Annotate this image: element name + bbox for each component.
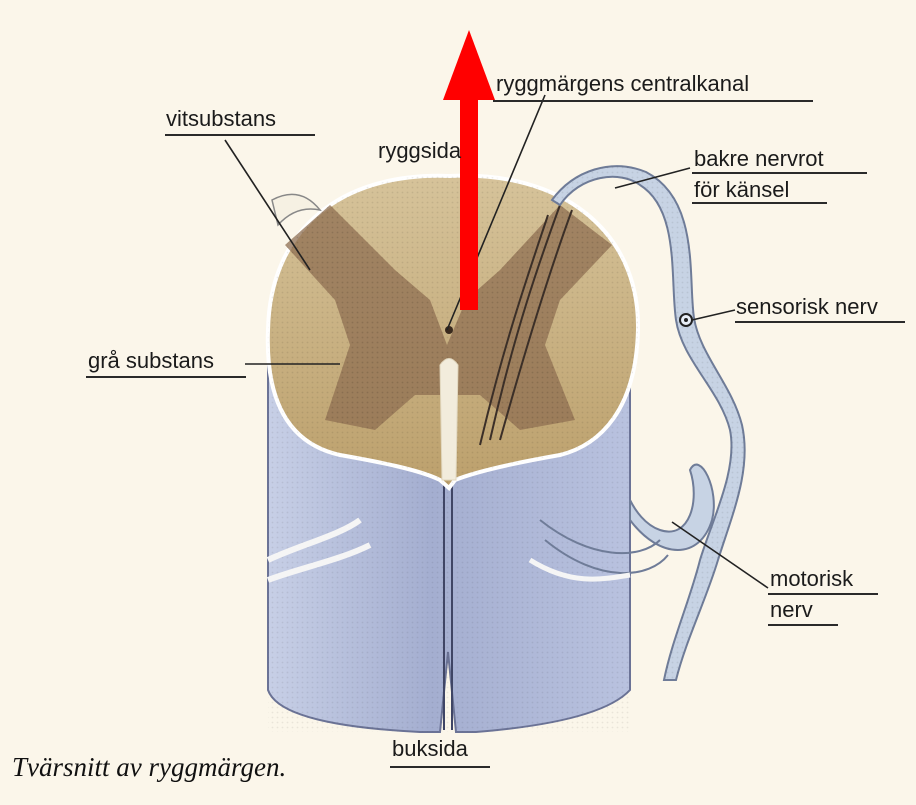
- label-bakre-nervrot-line2: för känsel: [694, 179, 789, 201]
- label-buksida: buksida: [392, 738, 468, 760]
- label-gra-substans: grå substans: [88, 350, 214, 372]
- label-central-kanal: ryggmärgens centralkanal: [496, 73, 749, 95]
- figure-caption: Tvärsnitt av ryggmärgen.: [12, 752, 286, 783]
- label-motorisk-line2: nerv: [770, 599, 813, 621]
- nerve-root-ventral: [630, 465, 714, 550]
- label-bakre-nervrot-line1: bakre nervrot: [694, 148, 824, 170]
- label-sensorisk-nerv: sensorisk nerv: [736, 296, 878, 318]
- label-vitsubstans: vitsubstans: [166, 108, 276, 130]
- midline-slit: [440, 359, 458, 481]
- label-ryggsida: ryggsida: [378, 140, 461, 162]
- label-motorisk-line1: motorisk: [770, 568, 853, 590]
